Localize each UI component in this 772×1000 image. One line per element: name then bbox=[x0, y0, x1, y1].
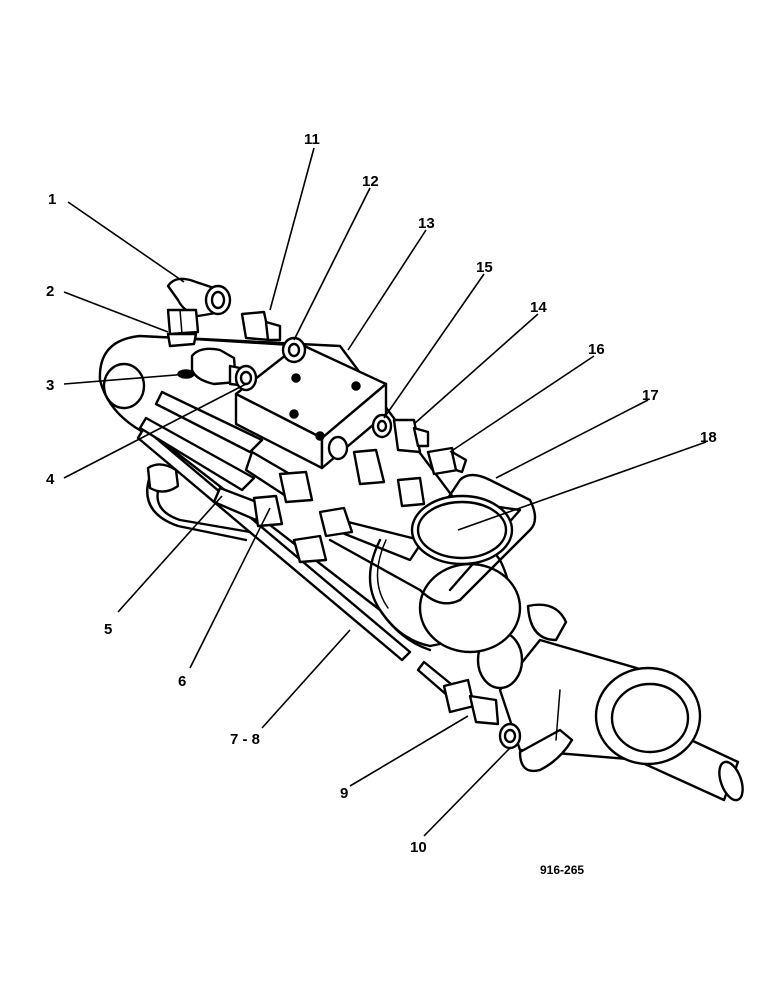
cylinder-barrel bbox=[476, 603, 702, 773]
washer-15 bbox=[371, 413, 393, 439]
callout-14: 14 bbox=[530, 299, 547, 316]
callout-11: 11 bbox=[304, 131, 320, 148]
callout-17: 17 bbox=[642, 387, 659, 404]
nut-16 bbox=[426, 446, 468, 476]
callout-15: 15 bbox=[476, 259, 493, 276]
adapter-11 bbox=[240, 310, 282, 342]
leader-lines bbox=[63, 147, 707, 837]
lower-fittings bbox=[292, 435, 426, 564]
hoses bbox=[138, 390, 302, 542]
callout-5: 5 bbox=[104, 621, 112, 638]
callout-18: 18 bbox=[700, 429, 717, 446]
callout-10: 10 bbox=[410, 839, 427, 856]
adapter-9 bbox=[442, 678, 500, 726]
callout-6: 6 bbox=[178, 673, 186, 690]
adapter-14 bbox=[392, 418, 430, 454]
hex-nut-2 bbox=[166, 308, 200, 348]
callout-labels: 1 2 3 4 5 6 7 - 8 9 10 11 12 13 14 15 16… bbox=[46, 131, 717, 856]
callout-12: 12 bbox=[362, 173, 379, 190]
pipe-loop bbox=[328, 473, 537, 605]
drawing-reference-number: 916-265 bbox=[540, 863, 584, 877]
callout-9: 9 bbox=[340, 785, 348, 802]
callout-7-8: 7 - 8 bbox=[230, 731, 260, 748]
callout-3: 3 bbox=[46, 377, 54, 394]
callout-1: 1 bbox=[48, 191, 56, 208]
elbow-fitting-1 bbox=[166, 277, 232, 318]
callout-4: 4 bbox=[46, 471, 55, 488]
washer-10 bbox=[498, 722, 522, 750]
callout-13: 13 bbox=[418, 215, 435, 232]
callout-16: 16 bbox=[588, 341, 605, 358]
washer-12 bbox=[281, 336, 307, 364]
callout-2: 2 bbox=[46, 283, 54, 300]
washer-4 bbox=[234, 364, 258, 392]
